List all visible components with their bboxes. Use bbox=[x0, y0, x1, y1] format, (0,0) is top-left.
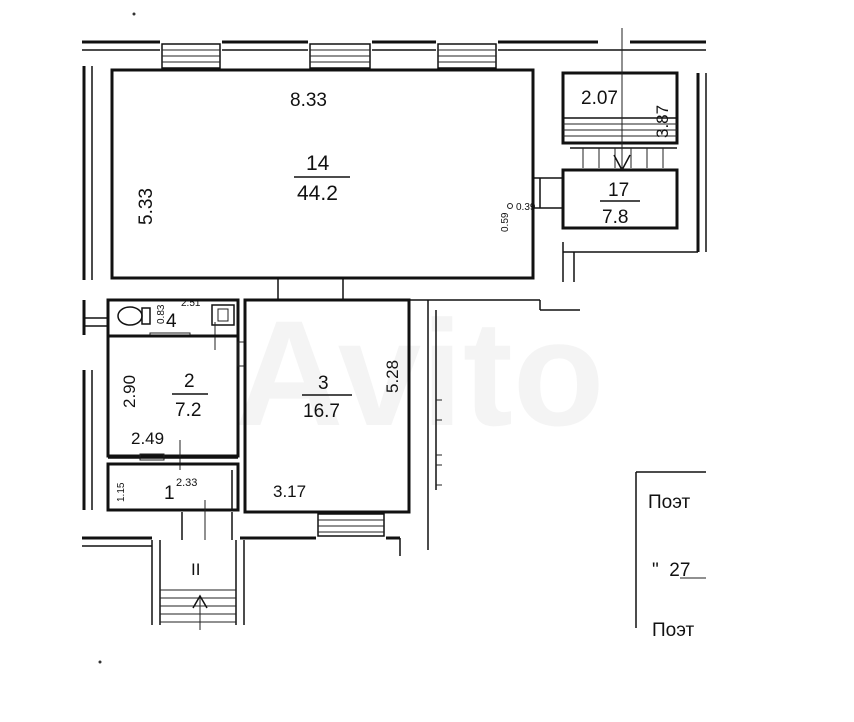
room-1-number: 1 bbox=[164, 483, 175, 504]
room-3 bbox=[243, 298, 411, 514]
stair-label: II bbox=[191, 560, 200, 579]
dimension-2-49: 2.49 bbox=[131, 429, 164, 448]
room-14-number: 14 bbox=[306, 152, 330, 175]
room-17-area: 7.8 bbox=[602, 207, 628, 228]
room-14 bbox=[110, 68, 535, 280]
bottom-outer-wall bbox=[82, 536, 401, 556]
room-1 bbox=[106, 457, 240, 512]
dimension-0-83: 0.83 bbox=[156, 304, 167, 324]
window-bottom bbox=[317, 513, 385, 537]
watermark-text: Avito bbox=[235, 289, 604, 457]
dimension-5-33: 5.33 bbox=[136, 188, 157, 225]
window-top-1 bbox=[161, 43, 221, 69]
speck-top bbox=[132, 12, 136, 16]
stamp-line-2: " 27 bbox=[652, 560, 690, 581]
dimension-1-15: 1.15 bbox=[116, 482, 127, 502]
stamp-box bbox=[635, 471, 706, 628]
stamp-line-1: Поэт bbox=[648, 492, 691, 513]
dimension-marker bbox=[507, 203, 513, 209]
room-2 bbox=[106, 334, 246, 461]
room-2-area: 7.2 bbox=[175, 400, 201, 421]
dimension-3-87: 3.87 bbox=[653, 105, 672, 138]
toilet-icon bbox=[117, 306, 151, 326]
entrance-stairs bbox=[151, 512, 245, 625]
door-14-17 bbox=[533, 177, 563, 209]
room-14-area: 44.2 bbox=[297, 182, 338, 205]
dimension-2-07: 2.07 bbox=[581, 88, 618, 109]
dimension-5-28: 5.28 bbox=[383, 360, 402, 393]
speck-bottom bbox=[98, 660, 102, 664]
room-2-number: 2 bbox=[184, 371, 195, 392]
dimension-2-90: 2.90 bbox=[120, 375, 139, 408]
dimension-2-51: 2.51 bbox=[181, 298, 201, 309]
dimension-0-39: 0.39 bbox=[516, 202, 536, 213]
window-top-2 bbox=[309, 43, 371, 69]
stamp-line-3: Поэт bbox=[652, 620, 695, 641]
left-outer-wall bbox=[82, 66, 108, 510]
window-top-3 bbox=[437, 43, 497, 69]
room-17-number: 17 bbox=[608, 180, 629, 201]
room-4-number: 4 bbox=[166, 311, 177, 332]
room-3-number: 3 bbox=[318, 373, 329, 394]
top-outer-wall bbox=[82, 40, 706, 51]
staircase-top bbox=[561, 71, 679, 168]
sink-icon bbox=[211, 304, 235, 326]
right-outer-wall bbox=[562, 73, 707, 282]
entrance-arrow-head bbox=[192, 594, 208, 609]
dimension-2-33: 2.33 bbox=[176, 477, 197, 489]
room-17 bbox=[561, 168, 679, 230]
dimension-0-59: 0.59 bbox=[500, 212, 511, 232]
dimension-8-33: 8.33 bbox=[290, 90, 327, 111]
dimension-3-17: 3.17 bbox=[273, 482, 306, 501]
room-3-area: 16.7 bbox=[303, 401, 340, 422]
